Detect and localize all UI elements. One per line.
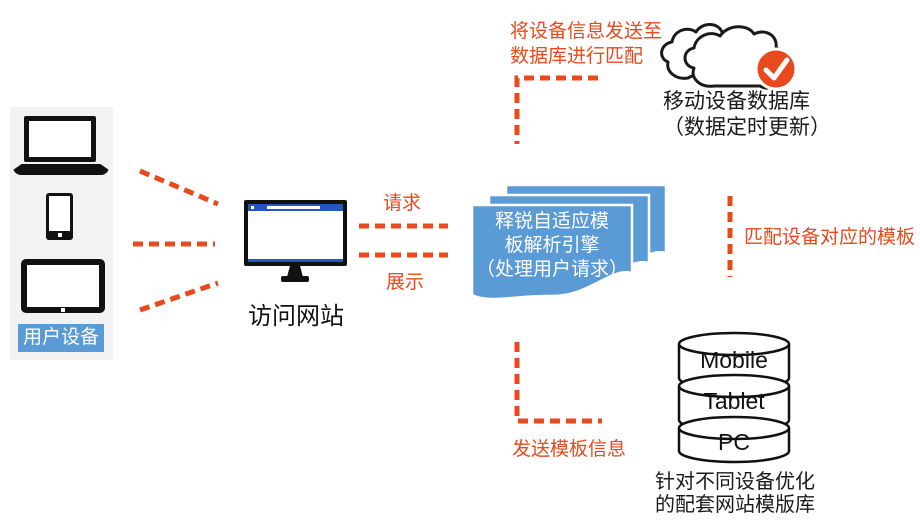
engine-label-line2: 板解析引擎 bbox=[504, 235, 600, 256]
laptop-screen bbox=[24, 116, 96, 162]
tablet-screen bbox=[27, 265, 99, 307]
browser-titlebar bbox=[248, 204, 343, 211]
arrow-engine-to-cloud bbox=[514, 75, 598, 144]
user-devices-panel: 用户设备 bbox=[10, 107, 113, 360]
display-label: 展示 bbox=[386, 272, 425, 293]
match-template-note: 匹配设备对应的模板 bbox=[744, 227, 916, 248]
request-label: 请求 bbox=[383, 193, 422, 214]
monitor-icon bbox=[244, 200, 347, 266]
user-devices-label: 用户设备 bbox=[18, 324, 104, 352]
db-tier-label-mobile: Mobile bbox=[700, 347, 768, 373]
engine-label-line3: （处理用户请求） bbox=[475, 259, 628, 280]
browser-statusbar bbox=[248, 259, 343, 262]
tablet-home-button bbox=[61, 308, 65, 312]
db-tier-label-tablet: Tablet bbox=[703, 388, 765, 414]
arrow-engine-to-templates bbox=[514, 342, 602, 424]
smartphone-icon bbox=[46, 193, 73, 240]
db-tier-tablet-top bbox=[677, 373, 791, 399]
monitor-stand-base bbox=[281, 276, 309, 282]
engine-label-line1: 释锐自适应模 bbox=[494, 211, 609, 232]
tablet-icon bbox=[21, 259, 105, 313]
arrow-tablet-to-monitor bbox=[139, 280, 219, 313]
smartphone-screen bbox=[49, 196, 70, 231]
cloud-icon bbox=[660, 23, 798, 91]
cloud-db-subtitle: （数据定时更新） bbox=[663, 116, 831, 139]
template-db-caption-line1: 针对不同设备优化 bbox=[655, 471, 815, 493]
engine-documents-icon bbox=[470, 183, 668, 301]
arrow-laptop-to-monitor bbox=[139, 168, 219, 207]
cloud-db-caption: 移动设备数据库 （数据定时更新） bbox=[663, 89, 831, 141]
monitor-stand-neck bbox=[287, 265, 303, 277]
database-icon bbox=[677, 331, 791, 464]
laptop-base bbox=[13, 164, 109, 175]
engine-label: 释锐自适应模 板解析引擎 （处理用户请求） bbox=[470, 210, 634, 282]
document-front bbox=[470, 203, 634, 301]
browser-menu-icon bbox=[251, 206, 254, 209]
template-db-caption-line2: 的配套网站模版库 bbox=[655, 494, 815, 516]
send-device-info-note: 将设备信息发送至 数据库进行匹配 bbox=[510, 19, 662, 69]
template-db-caption: 针对不同设备优化 的配套网站模版库 bbox=[655, 471, 815, 517]
send-template-note: 发送模板信息 bbox=[512, 439, 627, 460]
sync-check-badge-icon bbox=[754, 47, 798, 91]
db-tier-label-pc: PC bbox=[718, 429, 750, 455]
send-device-info-line1: 将设备信息发送至 bbox=[510, 21, 663, 42]
db-tier-pc-top bbox=[677, 415, 791, 441]
smartphone-home-button bbox=[57, 233, 62, 237]
send-device-info-line2: 数据库进行匹配 bbox=[510, 46, 644, 67]
visit-website-label: 访问网站 bbox=[248, 303, 344, 330]
cloud-db-title: 移动设备数据库 bbox=[663, 90, 810, 113]
browser-address-bar bbox=[267, 206, 321, 209]
db-tier-mobile-top bbox=[677, 331, 791, 357]
